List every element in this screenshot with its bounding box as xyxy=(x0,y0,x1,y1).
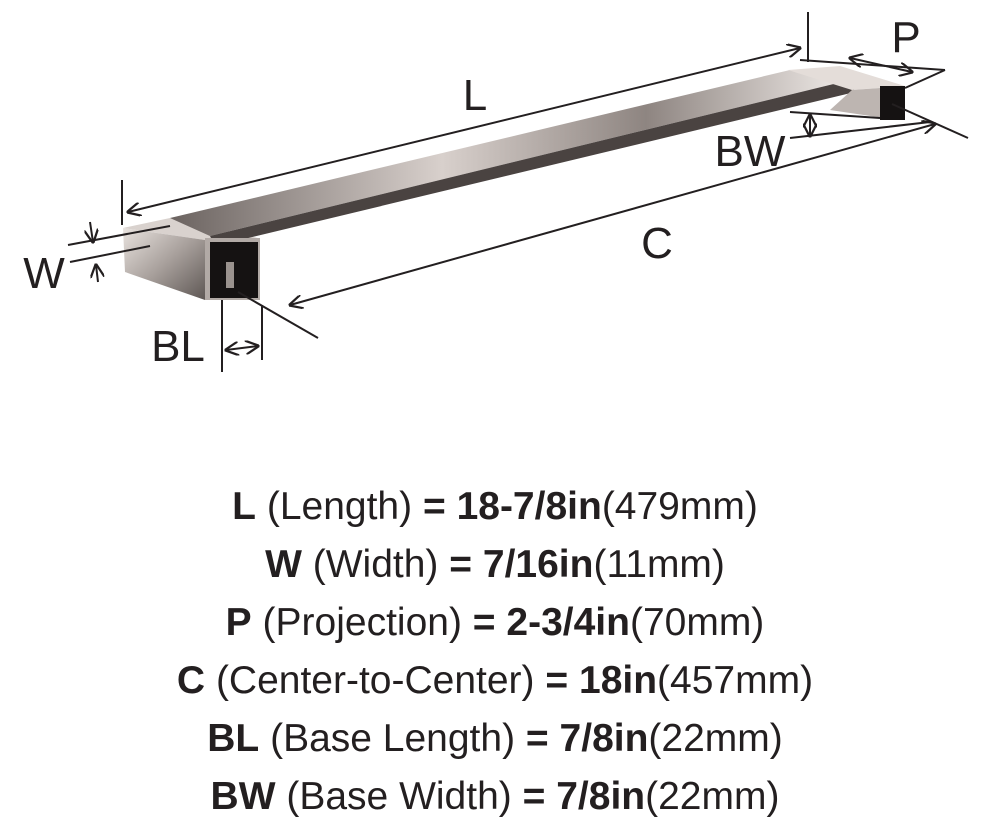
spec-length: L (Length) = 18-7/8in(479mm) xyxy=(0,478,990,536)
spec-center-to-center: C (Center-to-Center) = 18in(457mm) xyxy=(0,652,990,710)
label-C: C xyxy=(641,219,673,268)
spec-imperial: 18in xyxy=(579,659,658,702)
spec-projection: P (Projection) = 2-3/4in(70mm) xyxy=(0,594,990,652)
spec-code: C xyxy=(176,659,206,702)
spec-name: (Projection) xyxy=(262,601,462,644)
spec-code: BW xyxy=(210,775,276,818)
spec-code: P xyxy=(225,601,252,644)
spec-name: (Base Length) xyxy=(270,717,516,760)
spec-name: (Length) xyxy=(266,485,413,528)
spec-equals: = xyxy=(522,775,546,818)
spec-imperial: 7/8in xyxy=(559,717,649,760)
spec-name: (Base Width) xyxy=(286,775,512,818)
towel-bar-shape xyxy=(123,66,905,300)
label-P: P xyxy=(891,13,920,62)
spec-code: BL xyxy=(207,717,260,760)
spec-metric: (479mm) xyxy=(601,485,758,528)
spec-name: (Center-to-Center) xyxy=(215,659,535,702)
spec-metric: (70mm) xyxy=(629,601,765,644)
spec-width: W (Width) = 7/16in(11mm) xyxy=(0,536,990,594)
dimension-lines xyxy=(67,12,969,372)
spec-base-width: BW (Base Width) = 7/8in(22mm) xyxy=(0,768,990,826)
spec-metric: (22mm) xyxy=(648,717,783,760)
spec-base-length: BL (Base Length) = 7/8in(22mm) xyxy=(0,710,990,768)
spec-imperial: 18-7/8in xyxy=(456,485,602,528)
label-BL: BL xyxy=(151,322,205,371)
spec-metric: (22mm) xyxy=(645,775,780,818)
spec-equals: = xyxy=(472,601,496,644)
spec-imperial: 7/8in xyxy=(556,775,646,818)
spec-metric: (11mm) xyxy=(593,543,725,586)
spec-code: L xyxy=(232,485,256,528)
spec-name: (Width) xyxy=(312,543,439,586)
spec-equals: = xyxy=(422,485,446,528)
label-L: L xyxy=(463,71,487,120)
spec-metric: (457mm) xyxy=(657,659,814,702)
spec-equals: = xyxy=(449,543,473,586)
spec-code: W xyxy=(265,543,302,586)
label-W: W xyxy=(23,249,65,298)
spec-imperial: 2-3/4in xyxy=(506,601,630,644)
spec-equals: = xyxy=(525,717,549,760)
label-BW: BW xyxy=(715,127,786,176)
towel-bar-diagram: L P BW C W BL xyxy=(23,12,969,372)
dimension-specs: L (Length) = 18-7/8in(479mm) W (Width) =… xyxy=(0,478,990,826)
spec-equals: = xyxy=(545,659,569,702)
spec-imperial: 7/16in xyxy=(482,543,594,586)
